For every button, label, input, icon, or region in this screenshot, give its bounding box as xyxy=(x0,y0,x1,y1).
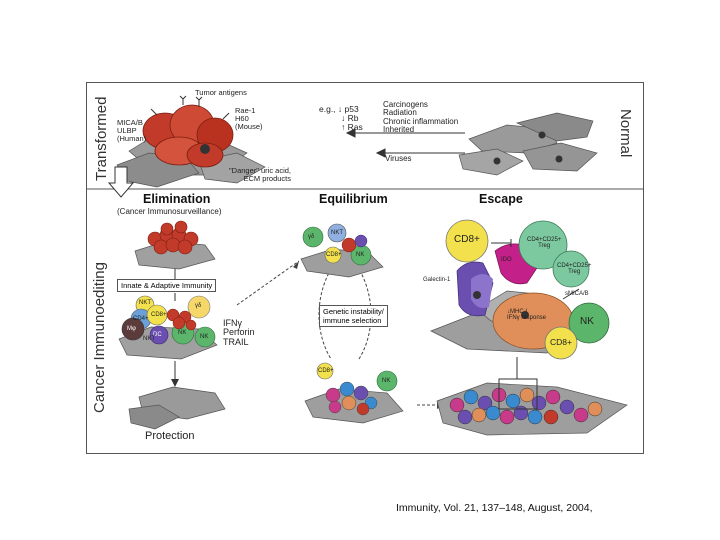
normal-tissue xyxy=(459,113,597,175)
phase-subtitle-elimination: (Cancer Immunosurveillance) xyxy=(117,208,221,216)
mechanism-ras: ↑ Ras xyxy=(319,123,363,132)
mhc-label: ↓MHC I IFNγ response xyxy=(507,309,546,322)
side-label-normal: Normal xyxy=(617,109,634,157)
danger-label: "Danger" uric acid, ECM products xyxy=(229,167,291,183)
elim-cell-macrophage: Mφ xyxy=(127,326,136,332)
equil-cell-nk-2: NK xyxy=(382,378,390,384)
escape-treg-2: CD4+CD25+ Treg xyxy=(557,263,591,276)
equil-cell-nkt: NKT xyxy=(331,230,343,236)
mhc-line-2: IFNγ response xyxy=(507,315,546,321)
ligand-human-3: (Human) xyxy=(117,135,146,143)
tumor-antigens-label: Tumor antigens xyxy=(195,89,247,97)
equil-cell-cd8: CD8+ xyxy=(326,252,342,258)
citation: Immunity, Vol. 21, 137–148, August, 2004… xyxy=(396,502,593,514)
genetic-instability-line-1: Genetic instability/ xyxy=(323,307,384,316)
elim-cell-nk-2: NK xyxy=(200,334,208,340)
immunoediting-figure: Transformed Normal Cancer Immunoediting … xyxy=(86,82,644,454)
effector-list: IFNγ Perforin TRAIL xyxy=(223,319,255,347)
viruses-label: Viruses xyxy=(385,155,412,163)
cause-inherited: Inherited xyxy=(383,126,458,134)
elim-cell-nkt: NKT xyxy=(139,300,151,306)
phase-title-elimination: Elimination xyxy=(143,193,210,206)
ligands-mouse-label: Rae-1 H60 (Mouse) xyxy=(235,107,263,131)
elim-cell-nk-1: NK xyxy=(178,330,186,336)
danger-line-2: ECM products xyxy=(229,175,291,183)
mechanism-prefix: e.g., xyxy=(319,104,336,114)
equil-cell-nk: NK xyxy=(356,252,364,258)
mechanism-list: e.g., ↓ p53 ↓ Rb ↑ Ras xyxy=(319,105,363,132)
galectin-label: Galectin-1 xyxy=(423,277,450,283)
phase-arrows xyxy=(237,261,441,405)
escape-bottom-field xyxy=(437,357,627,435)
genetic-instability-box: Genetic instability/ immune selection xyxy=(319,305,388,327)
elim-cell-nkt-2: NKT xyxy=(143,336,155,342)
protection-tissue xyxy=(129,387,225,429)
equil-cell-gd: γδ xyxy=(308,234,314,240)
genetic-instability-line-2: immune selection xyxy=(323,316,384,325)
side-label-cancer-immunoediting: Cancer Immunoediting xyxy=(91,262,108,413)
elim-cell-cd4: CD4+ xyxy=(133,316,149,322)
equil-cell-cd8-2: CD8+ xyxy=(318,368,334,374)
phase-title-equilibrium: Equilibrium xyxy=(319,193,388,206)
ligands-human-label: MICA/B ULBP (Human) xyxy=(117,119,146,143)
elim-cell-gd: γδ xyxy=(195,303,201,309)
ido-label: IDO xyxy=(501,257,512,263)
cause-list: Carcinogens Radiation Chronic inflammati… xyxy=(383,101,458,135)
elim-tumor-cluster xyxy=(135,221,215,269)
protection-label: Protection xyxy=(145,431,195,443)
innate-adaptive-box: Innate & Adaptive Immunity xyxy=(117,279,216,292)
escape-nk: NK xyxy=(580,317,594,328)
escape-treg-2-line-2: Treg xyxy=(557,269,591,275)
side-label-transformed: Transformed xyxy=(93,97,110,181)
smica-label: sMICA/B xyxy=(565,291,589,297)
elim-cell-cd8: CD8+ xyxy=(151,312,167,318)
escape-cd8: CD8+ xyxy=(550,338,572,347)
phase-title-escape: Escape xyxy=(479,193,523,206)
escape-cd8-big: CD8+ xyxy=(454,235,480,246)
ligand-mouse-3: (Mouse) xyxy=(235,123,263,131)
escape-treg-1-line-2: Treg xyxy=(527,243,561,249)
effector-trail: TRAIL xyxy=(223,338,255,347)
escape-treg-1: CD4+CD25+ Treg xyxy=(527,237,561,250)
